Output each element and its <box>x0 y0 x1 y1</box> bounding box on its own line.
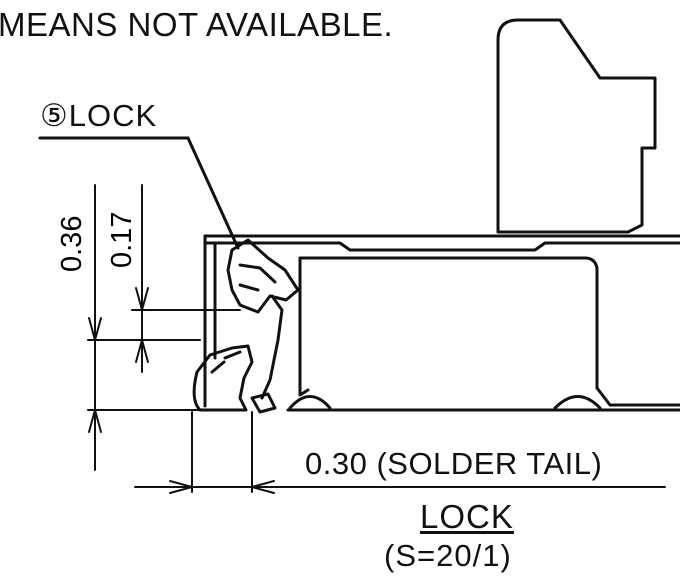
solder-tail-end <box>250 392 277 414</box>
solder-tail-detail <box>210 350 242 374</box>
lock-callout-label: ⑤LOCK <box>40 98 158 133</box>
cavity-left-side <box>298 256 310 397</box>
dim-030-arrow-right <box>251 480 275 494</box>
dim-036-arrow-top <box>88 317 102 341</box>
dim-017-arrow-bottom <box>135 339 149 363</box>
bottom-bump-left <box>288 395 332 410</box>
base-top-inner <box>203 241 680 252</box>
upper-housing <box>496 18 657 234</box>
bottom-bump-right <box>553 395 602 410</box>
lock-leader <box>186 136 240 250</box>
cavity-block <box>298 256 680 407</box>
dim-036-arrow-bottom <box>88 409 102 433</box>
dim-030-arrow-left <box>169 480 193 494</box>
dim-017-arrow-top <box>135 287 149 311</box>
lock-arm <box>260 294 284 400</box>
lock-latch-inner <box>238 263 277 292</box>
view-title: LOCK <box>420 498 514 535</box>
view-scale: (S=20/1) <box>384 538 512 573</box>
dimension-solder-tail: 0.30 (SOLDER TAIL) <box>305 446 603 481</box>
note-text: MEANS NOT AVAILABLE. <box>0 6 394 43</box>
lock-latch <box>226 238 300 314</box>
solder-tail-foot <box>192 344 254 412</box>
